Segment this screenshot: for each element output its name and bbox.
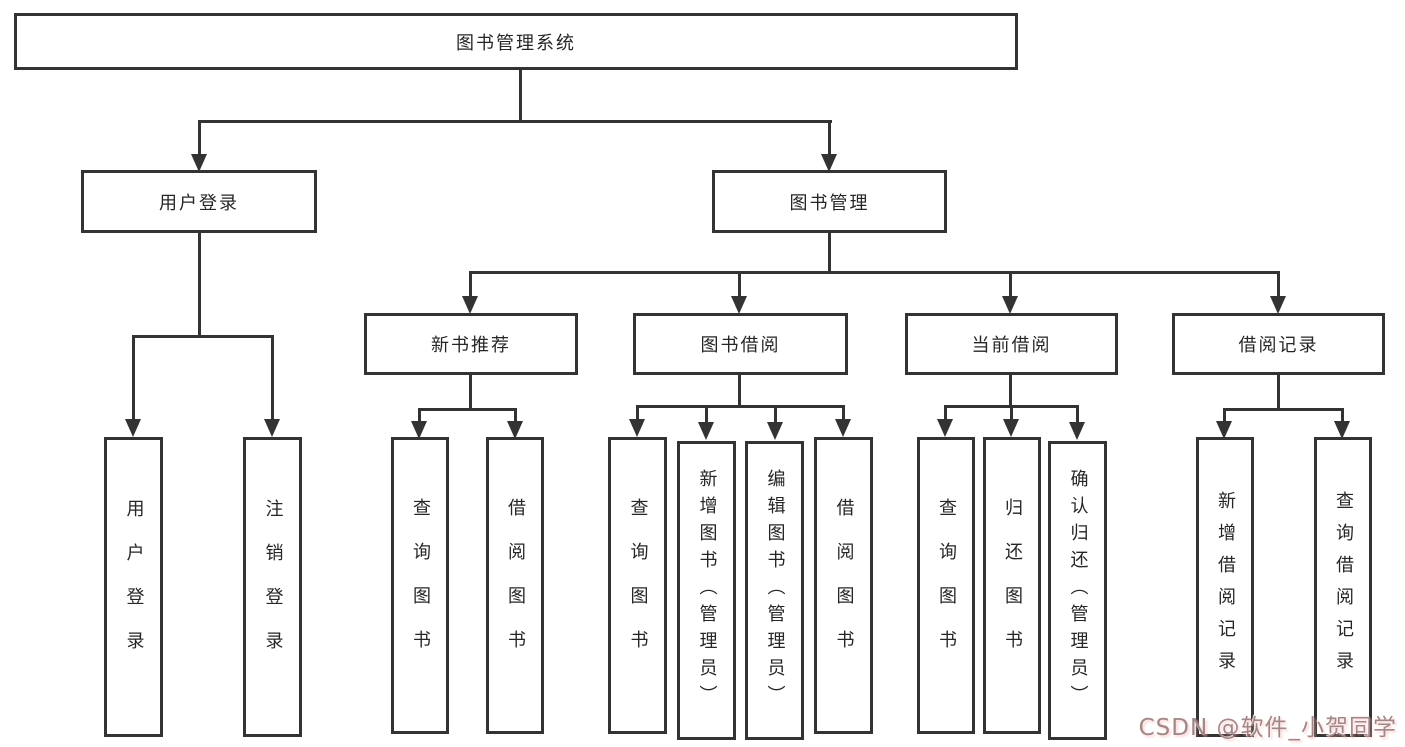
connector-line xyxy=(519,70,522,121)
connector-line xyxy=(418,408,517,411)
connector-line xyxy=(842,405,845,421)
connector-line xyxy=(1223,408,1344,411)
node-current-borrow: 当前借阅 xyxy=(905,313,1118,375)
node-user-login-branch: 用户登录 xyxy=(81,170,317,233)
connector-line xyxy=(944,405,947,421)
connector-line xyxy=(828,233,831,274)
leaf-user-login: 用户登录 xyxy=(104,437,163,737)
arrow-down-icon xyxy=(191,154,207,172)
connector-line xyxy=(198,120,201,156)
leaf-borrow-books: 借阅图书 xyxy=(486,437,544,734)
arrow-down-icon xyxy=(1002,296,1018,314)
arrow-down-icon xyxy=(462,296,478,314)
connector-line xyxy=(738,271,741,299)
arrow-down-icon xyxy=(1069,422,1085,440)
leaf-query-borrow-record: 查询借阅记录 xyxy=(1314,437,1372,737)
connector-line xyxy=(1010,405,1013,421)
arrow-down-icon xyxy=(767,422,783,440)
leaf-borrow-books: 借阅图书 xyxy=(814,437,873,734)
arrow-down-icon xyxy=(1334,421,1350,439)
connector-line xyxy=(828,120,831,156)
leaf-logout: 注销登录 xyxy=(243,437,302,737)
leaf-edit-book-admin: 编辑图书（管理员） xyxy=(745,441,804,740)
leaf-query-books: 查询图书 xyxy=(917,437,975,734)
connector-line xyxy=(132,335,135,421)
arrow-down-icon xyxy=(629,419,645,437)
connector-line xyxy=(198,120,832,123)
connector-line xyxy=(705,405,708,423)
connector-line xyxy=(1277,375,1280,411)
leaf-query-books: 查询图书 xyxy=(608,437,667,734)
leaf-confirm-return-admin: 确认归还（管理员） xyxy=(1048,441,1107,740)
connector-line xyxy=(1277,271,1280,299)
connector-line xyxy=(198,233,201,338)
connector-line xyxy=(1009,271,1012,299)
leaf-query-books: 查询图书 xyxy=(391,437,449,734)
connector-line xyxy=(271,335,274,421)
arrow-down-icon xyxy=(835,419,851,437)
arrow-down-icon xyxy=(1270,296,1286,314)
connector-line xyxy=(514,408,517,423)
arrow-down-icon xyxy=(1216,421,1232,439)
node-new-book-recommend: 新书推荐 xyxy=(364,313,578,375)
arrow-down-icon xyxy=(411,421,427,439)
connector-line xyxy=(1223,408,1226,423)
connector-line xyxy=(636,405,845,408)
arrow-down-icon xyxy=(264,419,280,437)
arrow-down-icon xyxy=(698,422,714,440)
node-book-management-branch: 图书管理 xyxy=(712,170,947,233)
arrow-down-icon xyxy=(1003,419,1019,437)
connector-line xyxy=(469,271,472,299)
csdn-watermark: CSDN @软件_小贺同学 xyxy=(1138,715,1397,741)
connector-line xyxy=(1076,405,1079,423)
connector-line xyxy=(469,375,472,411)
connector-line xyxy=(774,405,777,423)
leaf-return-books: 归还图书 xyxy=(983,437,1041,734)
arrow-down-icon xyxy=(125,419,141,437)
connector-line xyxy=(469,271,1280,274)
connector-line xyxy=(738,375,741,408)
node-book-borrow: 图书借阅 xyxy=(633,313,848,375)
arrow-down-icon xyxy=(937,419,953,437)
connector-line xyxy=(636,405,639,421)
connector-line xyxy=(1341,408,1344,423)
arrow-down-icon xyxy=(731,296,747,314)
connector-line xyxy=(418,408,421,423)
node-system-root: 图书管理系统 xyxy=(14,13,1018,70)
leaf-add-book-admin: 新增图书（管理员） xyxy=(677,441,736,740)
arrow-down-icon xyxy=(821,154,837,172)
node-borrow-records: 借阅记录 xyxy=(1172,313,1385,375)
arrow-down-icon xyxy=(507,421,523,439)
leaf-add-borrow-record: 新增借阅记录 xyxy=(1196,437,1254,737)
connector-line xyxy=(132,335,274,338)
connector-line xyxy=(1009,375,1012,408)
